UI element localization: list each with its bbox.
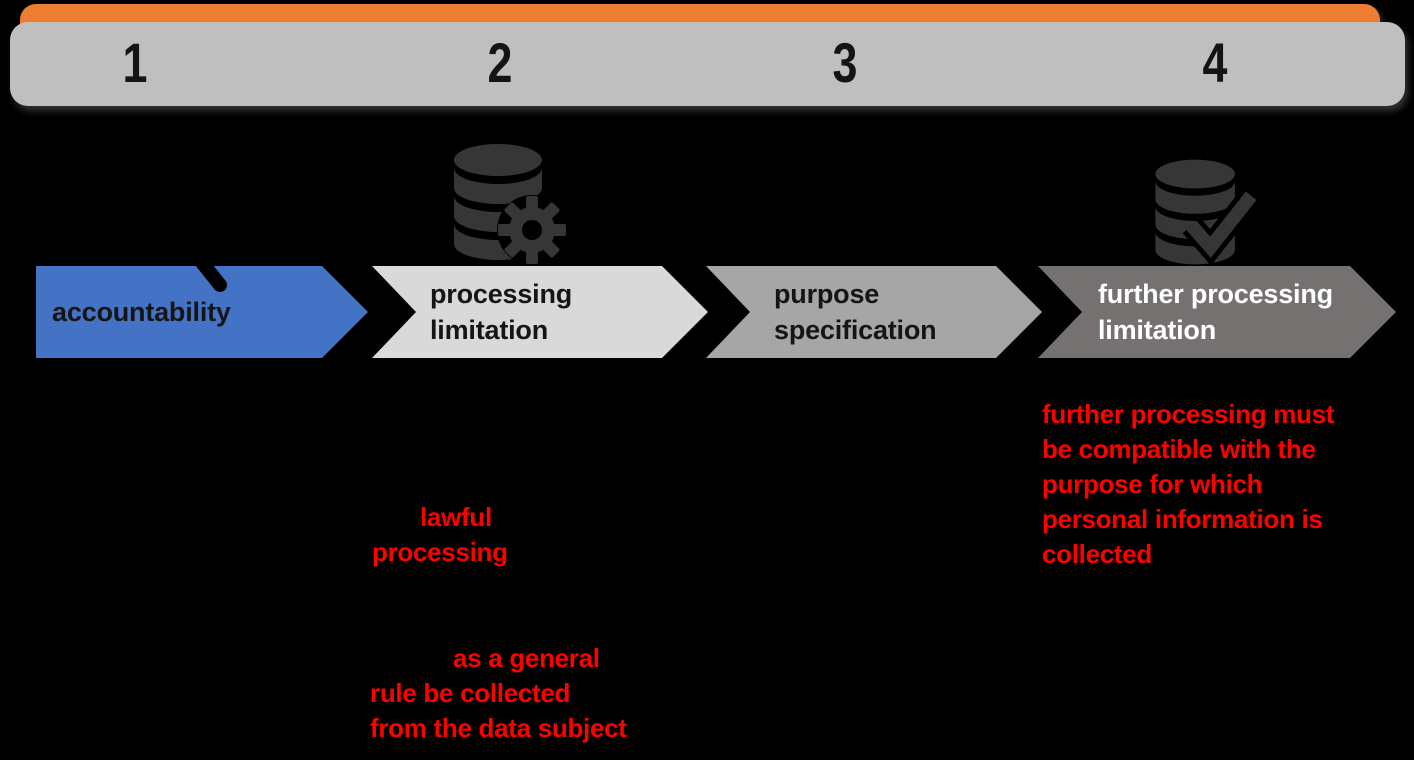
chevron-label-accountability: accountability (52, 297, 231, 327)
label-line: specification (774, 315, 937, 345)
hidden-icon-stroke (185, 243, 227, 292)
annotation-line: be compatible with the (1042, 434, 1316, 464)
database-check-icon (1155, 159, 1261, 266)
label-line: limitation (430, 315, 548, 345)
steps-bar (10, 22, 1405, 106)
step-number-2: 2 (487, 31, 513, 94)
annotation-line: as a general (453, 643, 600, 673)
chevron-further-processing-limitation: further processing limitation (1038, 266, 1396, 358)
step-number-4: 4 (1202, 31, 1228, 94)
annotation-line: rule be collected (370, 678, 571, 708)
annotation-line: from the data subject (370, 713, 627, 743)
chevron-purpose-specification: purpose specification (706, 266, 1042, 358)
chevron-processing-limitation: processing limitation (372, 266, 708, 358)
annotation-collection-rule: as a general rule be collected from the … (370, 641, 627, 746)
chevron-label-processing-limitation: processing limitation (430, 276, 708, 348)
step-number-1: 1 (122, 31, 148, 94)
chevron-label-further-processing-limitation: further processing limitation (1098, 276, 1396, 348)
chevron-label-purpose-specification: purpose specification (774, 276, 1042, 348)
label-line: processing (430, 279, 573, 309)
annotation-line: purpose for which (1042, 469, 1263, 499)
label-line: further processing (1098, 279, 1333, 309)
annotation-line: personal information is (1042, 504, 1323, 534)
label-line: purpose (774, 279, 880, 309)
annotation-line: further processing must (1042, 399, 1335, 429)
annotation-line: processing (372, 537, 508, 567)
step-number-3: 3 (832, 31, 858, 94)
annotation-line: collected (1042, 539, 1153, 569)
annotation-lawful-processing: lawful processing (372, 500, 508, 570)
annotation-further-processing: further processing must be compatible wi… (1042, 397, 1334, 572)
database-gear-icon (454, 144, 567, 264)
chevron-accountability: accountability (36, 266, 368, 358)
label-line: limitation (1098, 315, 1216, 345)
annotation-line: lawful (420, 502, 492, 532)
